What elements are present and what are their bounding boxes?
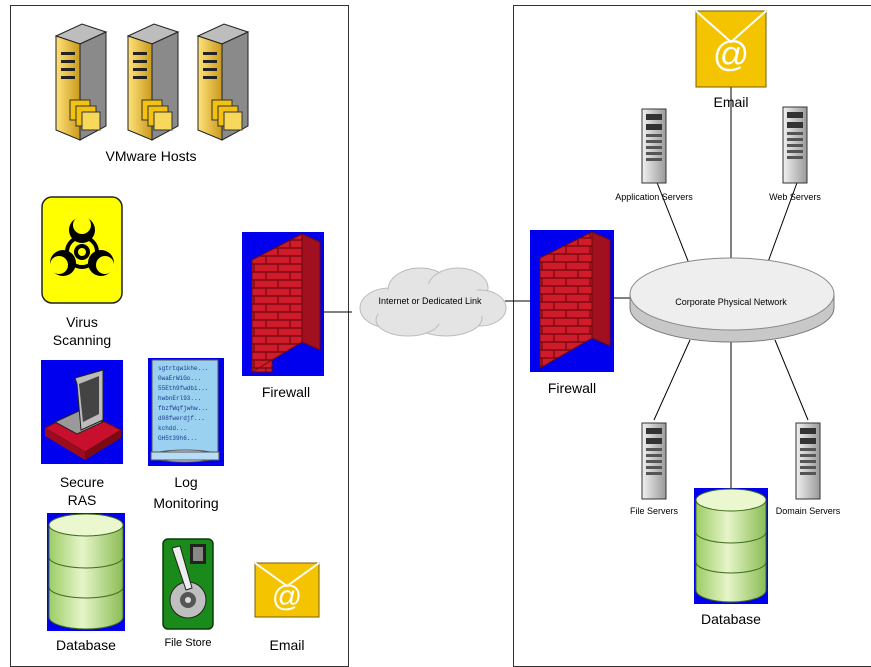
application-server-icon xyxy=(641,108,667,184)
right-email-icon: @ xyxy=(695,10,767,88)
left-email-label: Email xyxy=(269,637,305,653)
log-line: hwbnErl93... xyxy=(158,395,202,402)
log-line: sgtrtqwikhe... xyxy=(158,365,209,372)
domain-servers-label: Domain Servers xyxy=(775,506,841,516)
left-database-icon xyxy=(47,513,125,631)
vmware-server-tower-1 xyxy=(54,23,108,141)
right-firewall-icon xyxy=(530,230,614,372)
log-line: 55Eth9fwdbi... xyxy=(158,385,209,392)
network-to-file-servers-line xyxy=(653,339,691,421)
file-servers-label: File Servers xyxy=(629,506,678,516)
secure-ras-label-line1: Secure xyxy=(59,474,105,490)
right-firewall-label: Firewall xyxy=(547,380,597,396)
network-to-domain-servers-line xyxy=(774,339,809,421)
file-store-label: File Store xyxy=(164,637,212,649)
left-database-label: Database xyxy=(56,637,116,653)
secure-ras-label-line2: RAS xyxy=(67,492,97,508)
vmware-hosts-label: VMware Hosts xyxy=(105,148,197,164)
file-store-icon xyxy=(162,538,214,630)
log-monitoring-label-line2: Monitoring xyxy=(153,495,219,511)
right-database-icon xyxy=(694,488,768,604)
virus-scanning-label-line1: Virus xyxy=(66,314,98,330)
web-servers-label: Web Servers xyxy=(769,192,821,202)
log-lines: sgtrtqwikhe... 0waErWiGo... 55Eth9fwdbi.… xyxy=(158,364,214,444)
domain-server-icon xyxy=(795,422,821,500)
corporate-network-label: Corporate Physical Network xyxy=(675,297,787,307)
application-servers-label: Application Servers xyxy=(615,192,693,202)
log-line: d08fwerdjf... xyxy=(158,415,205,422)
right-database-label: Database xyxy=(701,611,761,627)
internet-cloud-icon xyxy=(359,267,507,337)
left-firewall-label: Firewall xyxy=(261,384,311,400)
web-server-icon xyxy=(782,106,808,184)
internet-cloud-label: Internet or Dedicated Link xyxy=(378,296,482,306)
log-line: fbzfWqfjwhw... xyxy=(158,405,209,412)
secure-ras-icon xyxy=(41,360,123,464)
vmware-hosts-icon xyxy=(54,23,250,141)
biohazard-icon xyxy=(41,196,123,304)
svg-text:@: @ xyxy=(272,580,302,613)
left-email-icon: @ xyxy=(254,562,320,618)
vmware-server-tower-2 xyxy=(126,23,180,141)
log-scroll-icon: sgtrtqwikhe... 0waErWiGo... 55Eth9fwdbi.… xyxy=(148,358,224,466)
file-server-icon xyxy=(641,422,667,500)
virus-scanning-label-line2: Scanning xyxy=(52,332,112,348)
vmware-server-tower-3 xyxy=(196,23,250,141)
network-to-app-servers-line xyxy=(655,179,691,267)
log-line: kchdd... xyxy=(158,425,187,432)
log-line: GH5t39h6... xyxy=(158,435,198,442)
log-line: 0waErWiGo... xyxy=(158,375,202,382)
svg-text:@: @ xyxy=(713,33,750,74)
log-monitoring-label-line1: Log xyxy=(174,474,198,490)
right-email-label: Email xyxy=(713,94,749,110)
left-firewall-icon xyxy=(242,232,324,376)
corporate-network-icon xyxy=(629,257,835,343)
network-to-web-servers-line xyxy=(767,179,799,263)
